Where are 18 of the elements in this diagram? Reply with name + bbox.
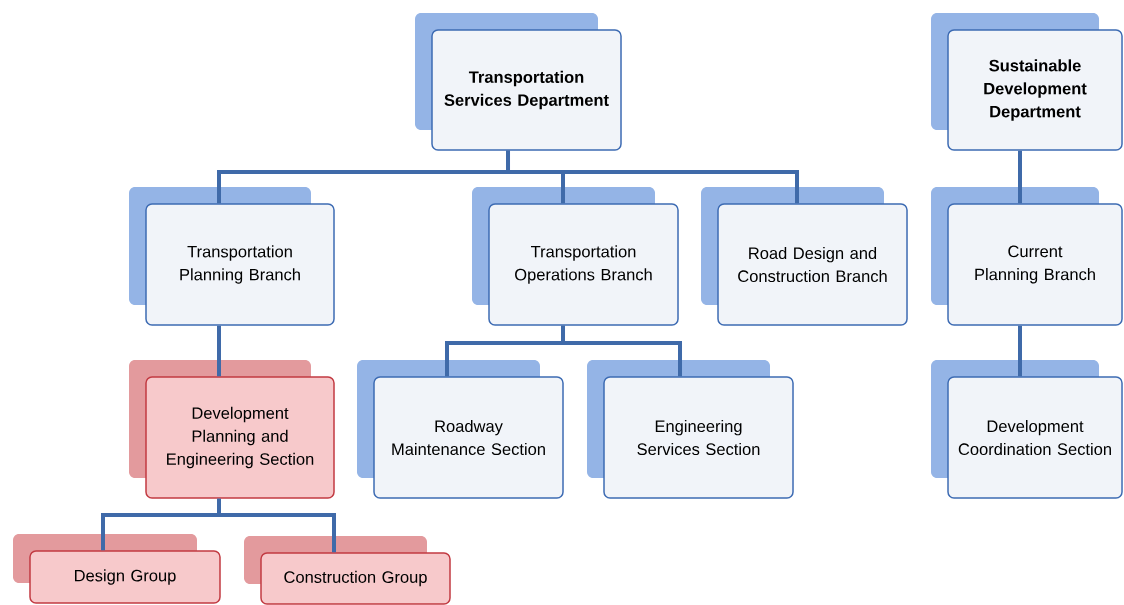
connector-line [1018,325,1022,377]
org-box: Road Design and Construction Branch [701,187,908,326]
connector-line [561,325,682,377]
connector-line [217,498,336,553]
org-box: Construction Group [244,536,451,605]
org-box: Development Coordination Section [931,360,1123,499]
org-box: Transportation Operations Branch [472,187,679,326]
org-box: Current Planning Branch [931,187,1123,326]
org-box: Design Group [13,534,221,604]
org-box: Transportation Services Department [415,13,622,151]
connector-line [1018,150,1022,204]
org-box: Sustainable Development Department [931,13,1123,151]
connector-line [217,325,221,377]
connector-line [506,150,799,204]
org-box: Development Planning and Engineering Section [129,360,335,499]
org-box: Engineering Services Section [587,360,794,499]
org-box: Transportation Planning Branch [129,187,335,326]
org-box: Roadway Maintenance Section [357,360,564,499]
